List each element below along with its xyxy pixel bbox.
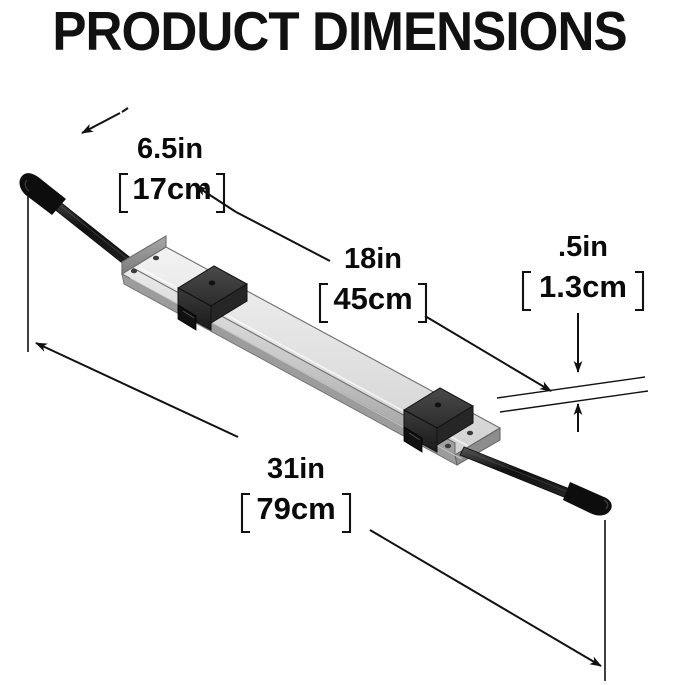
dimension-line-0-5in bbox=[496, 313, 649, 432]
rail-endcap-screws-upper bbox=[130, 255, 160, 274]
page-title: PRODUCT DIMENSIONS bbox=[52, 0, 627, 62]
dimension-line-18in bbox=[424, 315, 552, 392]
rail-endcap-screws-lower bbox=[444, 430, 474, 449]
tip-lower-right bbox=[563, 482, 612, 516]
dimension-label-31in: 31in 79cm bbox=[240, 453, 352, 534]
dimension-value-metric: 17cm bbox=[132, 171, 211, 206]
bracket-lower bbox=[403, 387, 474, 453]
dimension-line-6-5in bbox=[81, 107, 331, 262]
dimension-label-0-5in: .5in 1.3cm bbox=[521, 231, 645, 312]
dimension-value-metric: 79cm bbox=[256, 491, 335, 526]
dimension-value-metric: 45cm bbox=[333, 281, 412, 316]
tip-upper-left bbox=[19, 173, 66, 215]
dimension-value-metric: 1.3cm bbox=[539, 269, 627, 304]
dimension-label-18in: 18in 45cm bbox=[318, 243, 428, 324]
dimension-value-imperial: 6.5in bbox=[137, 133, 203, 165]
dimension-value-imperial: 18in bbox=[344, 243, 402, 275]
bracket-upper bbox=[177, 265, 248, 331]
dimension-value-imperial: 31in bbox=[267, 453, 325, 485]
dimension-line-31in bbox=[27, 196, 606, 681]
product-illustration bbox=[19, 173, 612, 516]
dimension-label-6-5in: 6.5in 17cm bbox=[118, 133, 226, 214]
dimension-value-imperial: .5in bbox=[558, 231, 608, 263]
